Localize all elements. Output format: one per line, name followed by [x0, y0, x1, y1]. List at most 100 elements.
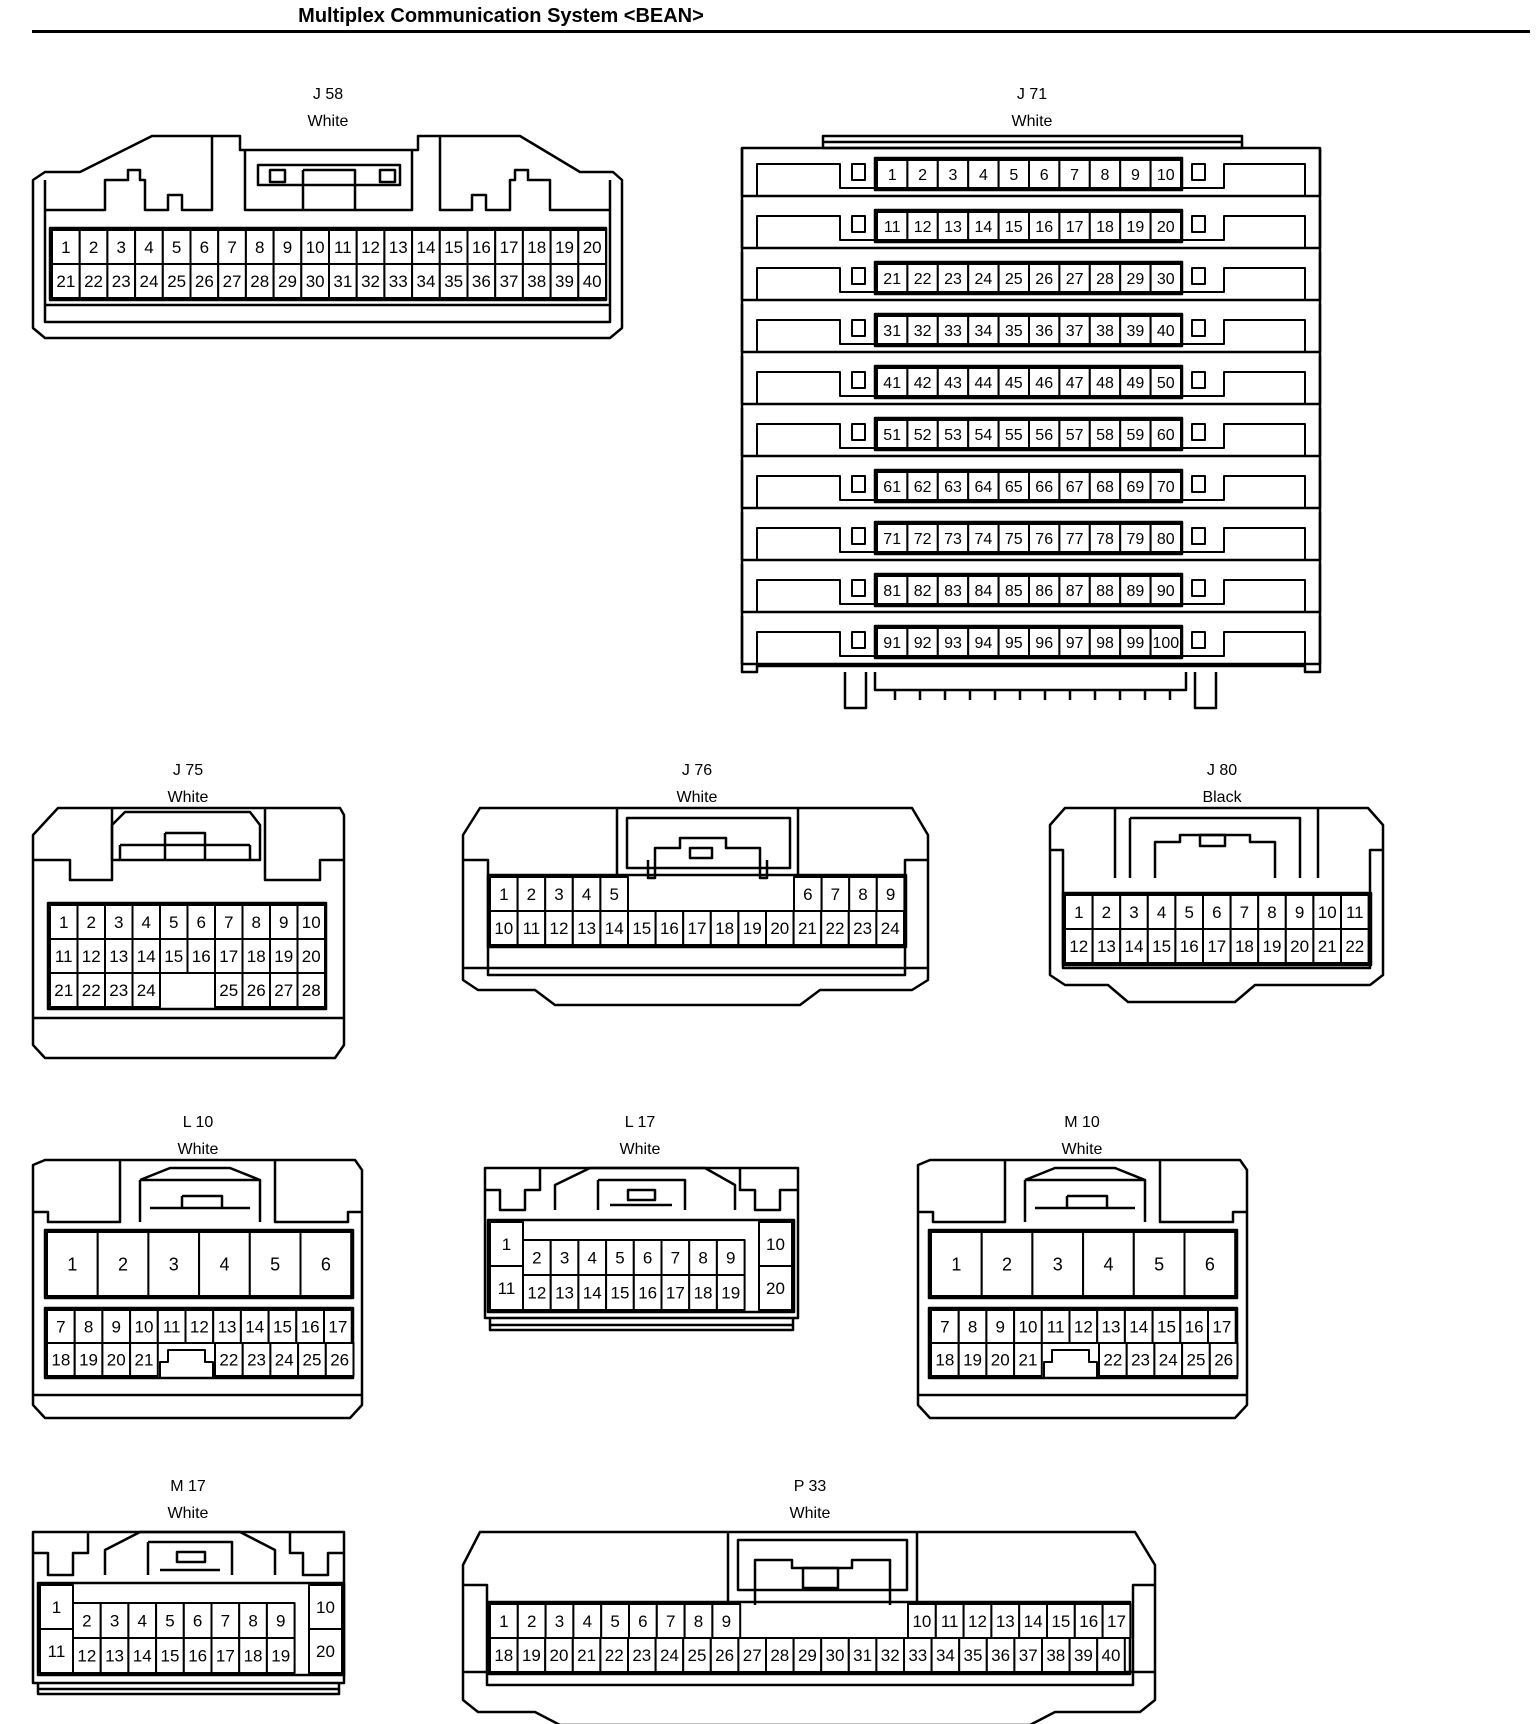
l10-color: White — [178, 1141, 219, 1158]
j76-pin-label: 3 — [554, 885, 563, 904]
j71-pin-7: 7 — [1058, 159, 1091, 189]
j71-pin-72: 72 — [906, 523, 939, 553]
j80-pin-label: 1 — [1074, 903, 1083, 922]
l17-pin-19: 19 — [715, 1274, 746, 1311]
j75-pin-label: 23 — [109, 981, 128, 1000]
j75-pin-label: 15 — [164, 947, 183, 966]
j71-pin-label: 85 — [1005, 583, 1023, 600]
j71-pin-label: 46 — [1035, 375, 1053, 392]
j80-pin-label: 6 — [1212, 903, 1221, 922]
j71-pin-99: 99 — [1119, 627, 1152, 657]
j71-slice — [740, 200, 1322, 250]
j75-pin-2: 2 — [76, 904, 106, 940]
j71-pin-label: 55 — [1005, 427, 1023, 444]
j71-pin-13: 13 — [936, 211, 970, 241]
connector-j80-housing — [1048, 806, 1385, 1004]
j71-pin-64: 64 — [967, 471, 1000, 501]
j71-pin-label: 87 — [1066, 583, 1084, 600]
j71-pin-49: 49 — [1119, 367, 1152, 397]
p33-pin-19: 19 — [516, 1637, 547, 1673]
p33-pin-label: 29 — [798, 1646, 817, 1665]
j76-pin-14: 14 — [599, 910, 630, 946]
m10-pin-label: 9 — [996, 1318, 1005, 1337]
j71-pin-92: 92 — [906, 627, 939, 657]
j71-slice — [740, 356, 1322, 406]
l17-pin-label: 6 — [643, 1249, 652, 1268]
j80-pin-21: 21 — [1312, 928, 1343, 964]
j71-pin-label: 71 — [883, 531, 901, 548]
j58-pin-35: 35 — [438, 263, 469, 299]
connector-l17-housing — [483, 1166, 800, 1332]
p33-pin-16: 16 — [1073, 1603, 1104, 1639]
j75-pin-5: 5 — [159, 904, 189, 940]
j71-pin-label: 28 — [1096, 271, 1114, 288]
j58-pin-label: 29 — [278, 272, 297, 291]
j58-pin-16: 16 — [466, 229, 497, 265]
l10-pin-5: 5 — [248, 1231, 302, 1297]
p33-pin-35: 35 — [958, 1637, 988, 1673]
j71-pin-label: 44 — [975, 375, 993, 392]
j71-pin-label: 90 — [1157, 583, 1175, 600]
j71-pin-label: 65 — [1005, 479, 1023, 496]
m17-pin-11: 11 — [39, 1628, 74, 1674]
j71-pin-label: 80 — [1157, 531, 1175, 548]
j58-pin-6: 6 — [189, 229, 220, 265]
l17-pin-16: 16 — [632, 1274, 663, 1311]
m10-pin-label: 22 — [1103, 1351, 1122, 1370]
j75-pin-21: 21 — [49, 972, 79, 1008]
m10-pin-label: 13 — [1102, 1318, 1121, 1337]
m17-pin-label: 5 — [165, 1612, 174, 1631]
m10-pin-11: 11 — [1040, 1309, 1071, 1344]
j76-pin-4: 4 — [571, 876, 602, 912]
m17-pin-label: 13 — [105, 1647, 124, 1666]
l10-pin-18: 18 — [46, 1342, 76, 1377]
p33-pin-label: 17 — [1107, 1612, 1126, 1631]
j71-pin-label: 2 — [918, 167, 927, 184]
j76-pin-8: 8 — [848, 876, 878, 912]
m17-pin-label: 14 — [133, 1647, 152, 1666]
j80-pin-19: 19 — [1257, 928, 1287, 964]
j71-pin-label: 22 — [914, 271, 932, 288]
j58-pin-label: 8 — [255, 238, 264, 257]
l17-pin-4: 4 — [577, 1239, 608, 1276]
p33-pin-12: 12 — [962, 1603, 993, 1639]
j71-pin-52: 52 — [906, 419, 939, 449]
j75-pin-18: 18 — [241, 938, 271, 974]
j71-pin-83: 83 — [936, 575, 970, 605]
j80-pin-label: 17 — [1207, 937, 1226, 956]
j75-pin-16: 16 — [186, 938, 216, 974]
l17-pin-label: 9 — [726, 1249, 735, 1268]
p33-pin-18: 18 — [489, 1637, 519, 1673]
p33-pin-label: 23 — [632, 1646, 651, 1665]
title-rule — [32, 30, 1530, 33]
m17-pin-label: 20 — [316, 1642, 335, 1661]
j58-pin-label: 30 — [306, 272, 325, 291]
j75-pin-19: 19 — [269, 938, 299, 974]
j75-pin-label: 5 — [169, 913, 178, 932]
m17-pin-label: 8 — [248, 1612, 257, 1631]
j71-pin-47: 47 — [1058, 367, 1091, 397]
j71-pin-label: 38 — [1096, 323, 1114, 340]
m10-pin-label: 25 — [1186, 1351, 1205, 1370]
p33-pin-14: 14 — [1018, 1603, 1049, 1639]
j71-pin-5: 5 — [997, 159, 1030, 189]
j71-pin-87: 87 — [1058, 575, 1091, 605]
j71-pin-45: 45 — [997, 367, 1030, 397]
l10-pin-7: 7 — [46, 1309, 76, 1344]
l10-pin-15: 15 — [267, 1309, 298, 1344]
p33-pin-label: 35 — [964, 1646, 983, 1665]
p33-pin-label: 7 — [666, 1612, 675, 1631]
j75-pin-14: 14 — [131, 938, 161, 974]
j80-pin-label: 12 — [1069, 937, 1088, 956]
j80-code: J 80 — [1207, 762, 1237, 779]
m17-pin-label: 4 — [138, 1612, 147, 1631]
j71-pin-14: 14 — [967, 211, 1000, 241]
j71-pin-41: 41 — [876, 367, 909, 397]
j71-pin-79: 79 — [1119, 523, 1152, 553]
l10-pin-8: 8 — [73, 1309, 104, 1344]
m17-pin-16: 16 — [182, 1637, 213, 1674]
j76-pin-frame — [486, 873, 908, 949]
